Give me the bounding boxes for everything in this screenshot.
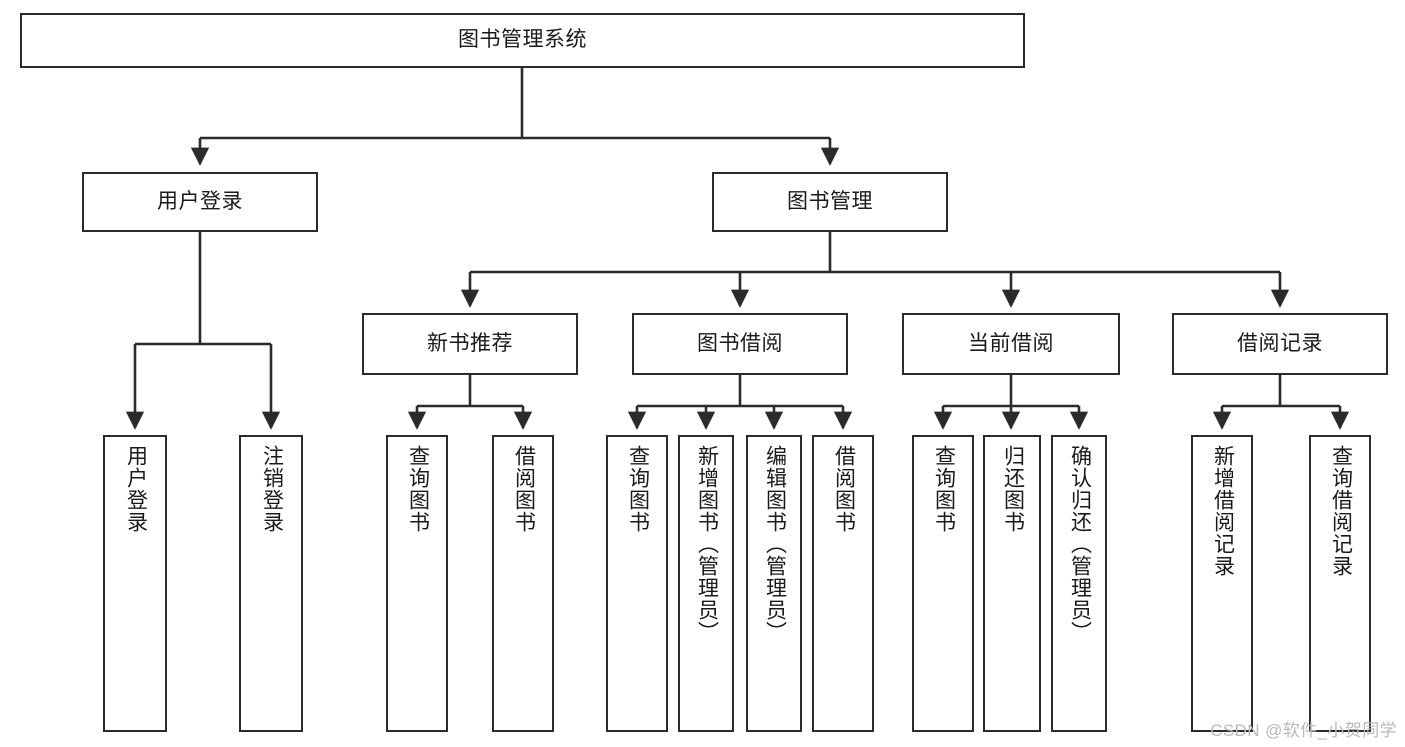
leaf-label: 注销登录 bbox=[260, 445, 284, 533]
leaf-label: 新增图书（管理员） bbox=[695, 445, 719, 643]
leaf-label: 借阅图书 bbox=[832, 445, 856, 533]
leaf-user-login-signout[interactable]: 注销登录 bbox=[239, 435, 303, 732]
leaf-label: 编辑图书（管理员） bbox=[763, 445, 787, 643]
node-book-management[interactable]: 图书管理 bbox=[712, 172, 948, 232]
leaf-currentborrow-return-book[interactable]: 归还图书 bbox=[983, 435, 1041, 732]
node-root-label: 图书管理系统 bbox=[458, 28, 587, 52]
node-book-borrow[interactable]: 图书借阅 bbox=[632, 313, 848, 375]
leaf-bookborrow-add-book[interactable]: 新增图书（管理员） bbox=[678, 435, 734, 732]
leaf-currentborrow-query-book[interactable]: 查询图书 bbox=[912, 435, 974, 732]
node-user-login-label: 用户登录 bbox=[157, 189, 243, 213]
csdn-watermark: CSDN @软件_小贺同学 bbox=[1210, 721, 1397, 740]
node-user-login[interactable]: 用户登录 bbox=[82, 172, 318, 232]
node-borrow-record[interactable]: 借阅记录 bbox=[1172, 313, 1388, 375]
leaf-bookborrow-query-book[interactable]: 查询图书 bbox=[606, 435, 668, 732]
node-current-borrow[interactable]: 当前借阅 bbox=[902, 313, 1120, 375]
leaf-bookborrow-edit-book[interactable]: 编辑图书（管理员） bbox=[746, 435, 802, 732]
leaf-newbook-borrow-book[interactable]: 借阅图书 bbox=[492, 435, 554, 732]
node-book-management-label: 图书管理 bbox=[787, 189, 873, 213]
leaf-label: 借阅图书 bbox=[512, 445, 536, 533]
leaf-label: 查询图书 bbox=[932, 445, 956, 533]
leaf-bookborrow-borrow-book[interactable]: 借阅图书 bbox=[812, 435, 874, 732]
leaf-newbook-query-book[interactable]: 查询图书 bbox=[386, 435, 448, 732]
leaf-borrowrecord-query-record[interactable]: 查询借阅记录 bbox=[1309, 435, 1371, 732]
leaf-user-login-signin[interactable]: 用户登录 bbox=[103, 435, 167, 732]
node-new-book-recommend[interactable]: 新书推荐 bbox=[362, 313, 578, 375]
leaf-label: 查询图书 bbox=[406, 445, 430, 533]
leaf-label: 归还图书 bbox=[1001, 445, 1025, 533]
node-new-book-recommend-label: 新书推荐 bbox=[427, 331, 513, 355]
node-root-system[interactable]: 图书管理系统 bbox=[20, 13, 1025, 68]
leaf-label: 新增借阅记录 bbox=[1211, 445, 1235, 577]
leaf-label: 查询图书 bbox=[626, 445, 650, 533]
node-borrow-record-label: 借阅记录 bbox=[1237, 331, 1323, 355]
leaf-label: 确认归还（管理员） bbox=[1068, 445, 1092, 643]
leaf-label: 用户登录 bbox=[124, 445, 148, 533]
node-current-borrow-label: 当前借阅 bbox=[968, 331, 1054, 355]
leaf-currentborrow-confirm-return[interactable]: 确认归还（管理员） bbox=[1051, 435, 1107, 732]
leaf-borrowrecord-add-record[interactable]: 新增借阅记录 bbox=[1191, 435, 1253, 732]
node-book-borrow-label: 图书借阅 bbox=[697, 331, 783, 355]
leaf-label: 查询借阅记录 bbox=[1329, 445, 1353, 577]
